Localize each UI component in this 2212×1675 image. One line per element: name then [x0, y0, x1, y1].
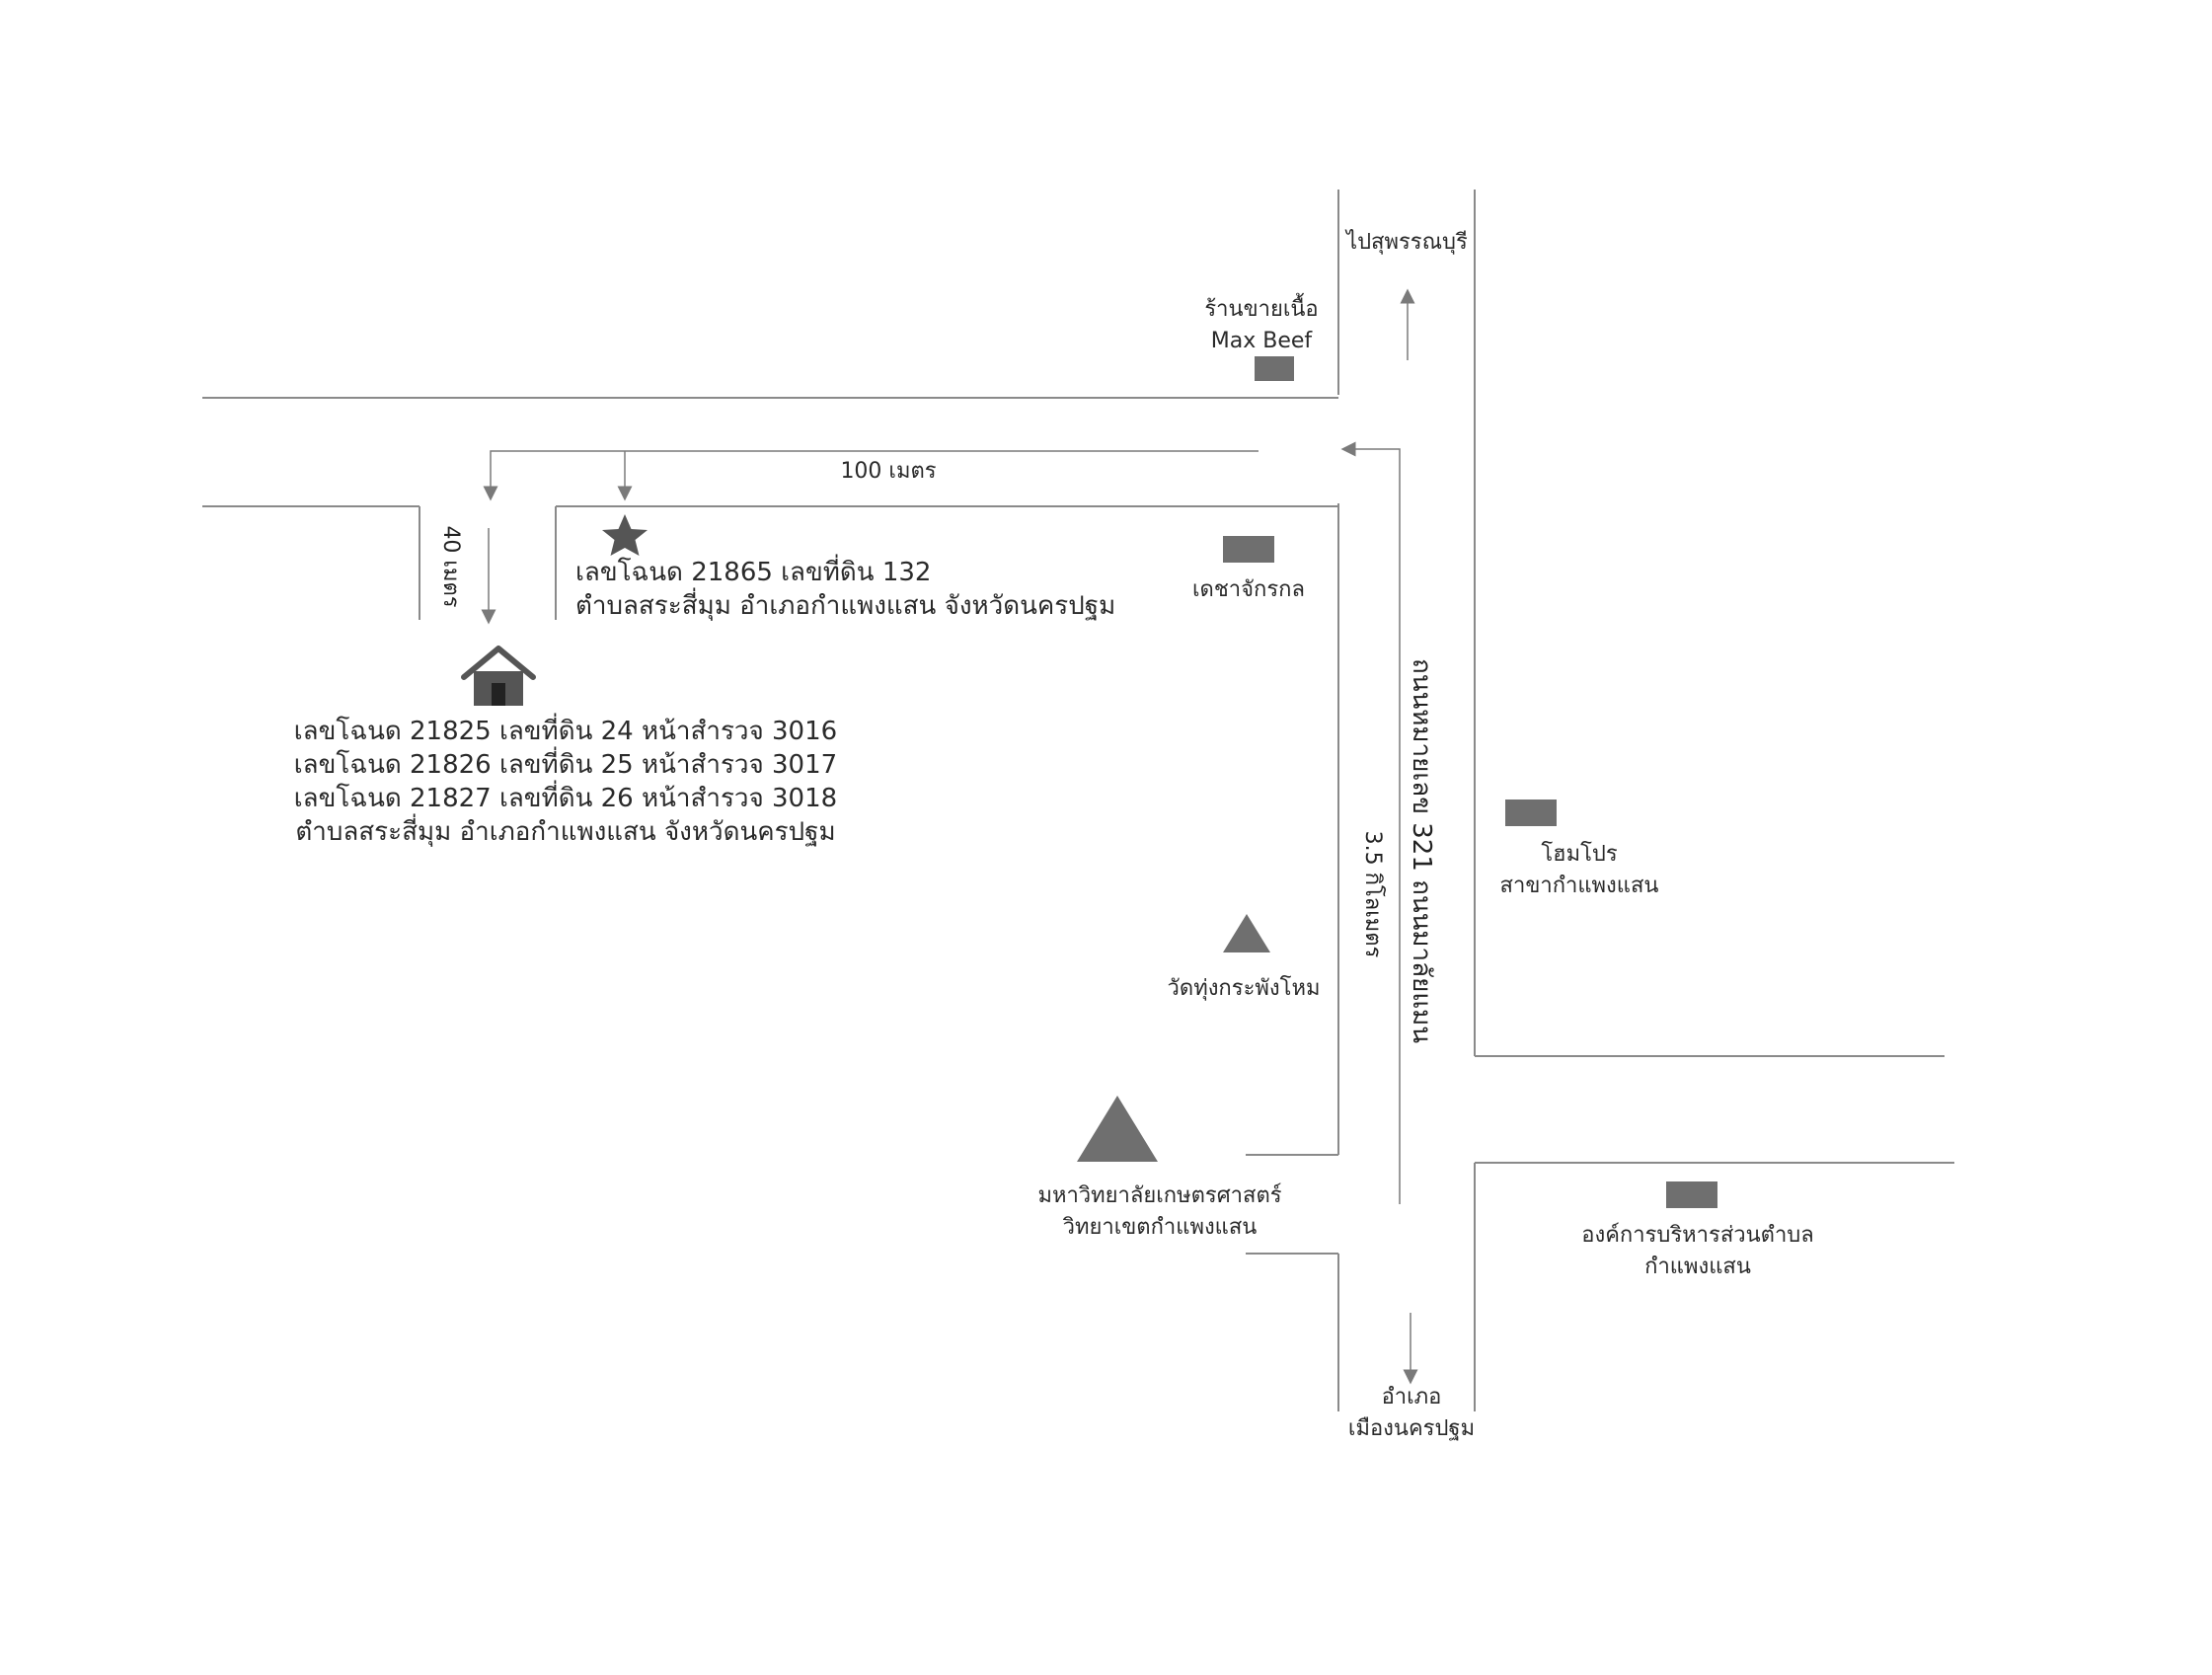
distance-40m-label: 40 เมตร: [438, 525, 463, 608]
route-arrows: [481, 288, 1418, 1385]
sao-label-line1: องค์การบริหารส่วนตำบล: [1581, 1223, 1814, 1248]
house-plot-line3: เลขโฉนด 21827 เลขที่ดิน 26 หน้าสำรวจ 301…: [293, 784, 838, 813]
to-mueang-line1: อำเภอ: [1381, 1385, 1442, 1409]
road-network: [202, 190, 1954, 1411]
temple-label: วัดทุ่งกระพังโหม: [1167, 976, 1321, 1001]
highway-name-label: ถนนหมายเลข 321 ถนนมาลัยแมน: [1407, 657, 1436, 1043]
to-mueang-line2: เมืองนครปฐม: [1347, 1416, 1476, 1441]
homepro-label-line1: โฮมโปร: [1541, 842, 1618, 867]
decha-label: เดชาจักรกล: [1192, 577, 1305, 602]
homepro-label-line2: สาขากำแพงแสน: [1499, 874, 1659, 898]
to-mueang-label: อำเภอ เมืองนครปฐม: [1323, 1382, 1500, 1445]
to-suphanburi-label: ไปสุพรรณบุรี: [1346, 230, 1468, 255]
decha-marker-icon: [1223, 536, 1274, 563]
star-plot-line1: เลขโฉนด 21865 เลขที่ดิน 132: [575, 558, 932, 587]
sao-marker-icon: [1666, 1181, 1717, 1208]
max-beef-label-line2: Max Beef: [1210, 329, 1313, 353]
house-plot-label: เลขโฉนด 21825 เลขที่ดิน 24 หน้าสำรวจ 301…: [265, 715, 867, 849]
university-label-line1: มหาวิทยาลัยเกษตรศาสตร์: [1037, 1183, 1282, 1208]
star-plot-line2: ตำบลสระสี่มุม อำเภอกำแพงแสน จังหวัดนครปฐ…: [575, 591, 1116, 621]
sao-label: องค์การบริหารส่วนตำบล กำแพงแสน: [1540, 1220, 1856, 1283]
max-beef-label-line1: ร้านขายเนื้อ: [1204, 297, 1319, 322]
house-icon: [461, 646, 536, 706]
homepro-label: โฮมโปร สาขากำแพงแสน: [1471, 839, 1688, 902]
distance-3-5km-label: 3.5 กิโลเมตร: [1360, 830, 1385, 958]
max-beef-label: ร้านขายเนื้อ Max Beef: [1192, 294, 1331, 357]
building-markers: [1223, 356, 1717, 1208]
sao-label-line2: กำแพงแสน: [1644, 1255, 1751, 1279]
distance-100m-label: 100 เมตร: [840, 459, 937, 484]
university-triangle-icon: [1077, 1096, 1158, 1162]
house-plot-line1: เลขโฉนด 21825 เลขที่ดิน 24 หน้าสำรวจ 301…: [293, 717, 838, 746]
university-label-line2: วิทยาเขตกำแพงแสน: [1062, 1215, 1258, 1240]
star-icon: [602, 514, 648, 556]
star-plot-label: เลขโฉนด 21865 เลขที่ดิน 132 ตำบลสระสี่มุ…: [575, 556, 1115, 623]
temple-triangle-icon: [1223, 914, 1270, 952]
house-plot-line2: เลขโฉนด 21826 เลขที่ดิน 25 หน้าสำรวจ 301…: [293, 750, 838, 780]
arrow-route-soi: [483, 450, 1259, 501]
house-plot-line4: ตำบลสระสี่มุม อำเภอกำแพงแสน จังหวัดนครปฐ…: [295, 817, 836, 847]
arrow-route-turn-in: [1340, 441, 1401, 1204]
max-beef-marker-icon: [1255, 356, 1294, 381]
homepro-marker-icon: [1505, 799, 1557, 826]
university-label: มหาวิทยาลัยเกษตรศาสตร์ วิทยาเขตกำแพงแสน: [997, 1180, 1323, 1244]
